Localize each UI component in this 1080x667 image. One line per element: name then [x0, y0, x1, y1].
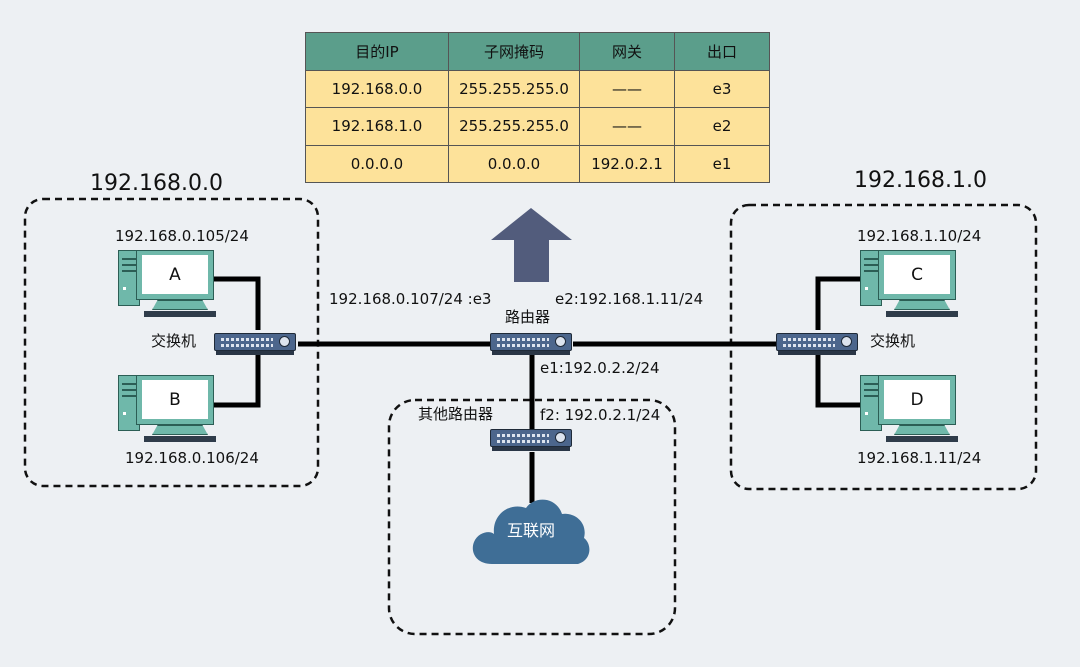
cloud-shape: [472, 499, 590, 564]
left-network-label: 192.168.0.0: [90, 171, 223, 196]
pc-d-name: D: [884, 380, 950, 419]
router-label: 路由器: [505, 308, 551, 326]
pc-keyboard: [144, 436, 216, 442]
table-cell: 255.255.255.0: [448, 107, 580, 146]
pc-a-name: A: [142, 255, 208, 294]
router-indicator: [555, 336, 566, 347]
router-e2-label: e2:192.168.1.11/24: [555, 290, 704, 308]
routing-table: 目的IP 子网掩码 网关 出口 192.168.0.0 255.255.255.…: [305, 32, 770, 183]
header-subnet-mask: 子网掩码: [448, 32, 580, 71]
router-e3-label: 192.168.0.107/24 :e3: [329, 290, 492, 308]
switch-base: [778, 351, 856, 355]
pc-c-name: C: [884, 255, 950, 294]
router-e1-label: e1:192.0.2.2/24: [540, 359, 660, 377]
table-row: 192.168.1.0 255.255.255.0 —— e2: [305, 107, 770, 146]
switch-body: [776, 333, 858, 351]
cable-c-switch: [815, 276, 862, 330]
network-switch-icon: [214, 333, 296, 355]
other-router-label: 其他路由器: [418, 405, 494, 423]
pc-monitor: A: [136, 250, 214, 300]
left-switch-label: 交换机: [151, 332, 197, 350]
cable-a-switch: [212, 276, 261, 330]
router-icon: [490, 333, 572, 355]
table-row: 192.168.0.0 255.255.255.0 —— e3: [305, 69, 770, 108]
up-arrow-icon: [491, 208, 572, 282]
router-icon: [490, 429, 572, 451]
other-router-boundary: [387, 398, 677, 636]
right-network-label: 192.168.1.0: [854, 168, 987, 193]
table-cell: e2: [674, 107, 770, 146]
router-indicator: [555, 432, 566, 443]
table-cell: ——: [579, 107, 675, 146]
table-cell: 192.0.2.1: [579, 144, 675, 183]
pc-d-ip-label: 192.168.1.11/24: [857, 449, 982, 467]
table-cell: e1: [674, 144, 770, 183]
pc-monitor: C: [878, 250, 956, 300]
internet-label: 互联网: [506, 521, 555, 540]
table-cell: 192.168.0.0: [305, 69, 449, 108]
pc-keyboard: [886, 436, 958, 442]
pc-monitor: D: [878, 375, 956, 425]
pc-monitor: B: [136, 375, 214, 425]
pc-keyboard: [886, 311, 958, 317]
router-base: [492, 351, 570, 355]
router-body: [490, 429, 572, 447]
pc-stand: [152, 300, 208, 310]
pc-c-ip-label: 192.168.1.10/24: [857, 227, 982, 245]
switch-base: [216, 351, 294, 355]
right-switch-label: 交换机: [870, 332, 916, 350]
cable-d-switch: [815, 353, 862, 408]
router-base: [492, 447, 570, 451]
pc-a-ip-label: 192.168.0.105/24: [115, 227, 249, 245]
table-cell: 0.0.0.0: [448, 144, 580, 183]
pc-keyboard: [144, 311, 216, 317]
pc-b-ip-label: 192.168.0.106/24: [125, 449, 259, 467]
table-cell: 192.168.1.0: [305, 107, 449, 146]
cable-b-switch: [212, 353, 261, 408]
network-switch-icon: [776, 333, 858, 355]
header-gateway: 网关: [579, 32, 675, 71]
table-cell: 0.0.0.0: [305, 144, 449, 183]
router-body: [490, 333, 572, 351]
table-cell: 255.255.255.0: [448, 69, 580, 108]
table-cell: ——: [579, 69, 675, 108]
switch-indicator: [279, 336, 290, 347]
table-cell: e3: [674, 69, 770, 108]
pc-stand: [894, 300, 950, 310]
header-interface: 出口: [674, 32, 770, 71]
pc-b-name: B: [142, 380, 208, 419]
table-row: 0.0.0.0 0.0.0.0 192.0.2.1 e1: [305, 144, 770, 183]
pc-stand: [152, 425, 208, 435]
cloud-icon: 互联网: [470, 494, 592, 566]
pc-stand: [894, 425, 950, 435]
switch-body: [214, 333, 296, 351]
right-network-boundary: [729, 203, 1038, 491]
switch-indicator: [841, 336, 852, 347]
header-destination-ip: 目的IP: [305, 32, 449, 71]
routing-table-header-row: 目的IP 子网掩码 网关 出口: [305, 32, 770, 71]
other-router-f2-label: f2: 192.0.2.1/24: [540, 406, 661, 424]
